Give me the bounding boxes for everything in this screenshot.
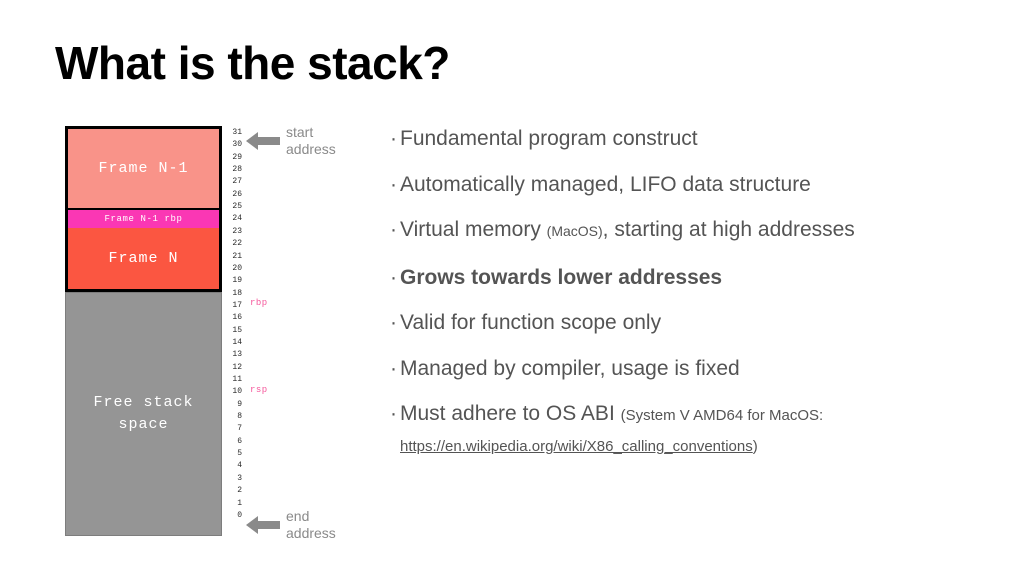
address-row-10: 10 bbox=[232, 387, 242, 397]
stack-block-frame-n: Frame N bbox=[65, 228, 222, 292]
bullet-dot-icon: · bbox=[390, 172, 397, 196]
address-row-28: 28 bbox=[232, 165, 242, 175]
address-row-3: 3 bbox=[237, 473, 242, 483]
address-row-4: 4 bbox=[237, 461, 242, 471]
bullet-main-text: Must adhere to OS ABI bbox=[400, 402, 621, 425]
address-row-5: 5 bbox=[237, 449, 242, 459]
address-row-7: 7 bbox=[237, 424, 242, 434]
address-row-13: 13 bbox=[232, 350, 242, 360]
address-row-19: 19 bbox=[232, 276, 242, 286]
bullet-note-open: (System V AMD64 for MacOS: bbox=[620, 407, 824, 424]
end-address-caption-line2: address bbox=[286, 524, 336, 541]
bullet-text-7: Must adhere to OS ABI (System V AMD64 fo… bbox=[400, 399, 990, 461]
wikipedia-link[interactable]: https://en.wikipedia.org/wiki/X86_callin… bbox=[400, 438, 753, 455]
address-row-24: 24 bbox=[232, 214, 242, 224]
register-label-rsp: rsp bbox=[250, 385, 268, 395]
address-row-9: 9 bbox=[237, 399, 242, 409]
bullet-note-close: ) bbox=[752, 438, 758, 455]
bullet-item-1: ·Fundamental program construct bbox=[390, 124, 990, 153]
start-address-caption: start address bbox=[286, 124, 336, 157]
stack-block-frame-n-1-rbp: Frame N-1 rbp bbox=[65, 210, 222, 228]
stack-block-free-space-label-line2: space bbox=[118, 416, 169, 433]
end-address-marker: end address bbox=[246, 508, 336, 541]
address-row-15: 15 bbox=[232, 325, 242, 335]
bullet-text-4: Grows towards lower addresses bbox=[400, 265, 723, 289]
address-row-14: 14 bbox=[232, 337, 242, 347]
start-address-marker: start address bbox=[246, 124, 336, 157]
stack-block-frame-n-label: Frame N bbox=[108, 250, 179, 267]
stack-block-frame-n-1-label: Frame N-1 bbox=[98, 160, 189, 177]
address-row-29: 29 bbox=[232, 152, 242, 162]
address-row-30: 30 bbox=[232, 140, 242, 150]
bullet-item-3: ·Virtual memory (MacOS), starting at hig… bbox=[390, 215, 990, 246]
bullet-tail-text: , starting at high addresses bbox=[602, 218, 855, 241]
arrow-left-icon bbox=[246, 131, 280, 150]
bullet-dot-icon: · bbox=[390, 265, 397, 289]
start-address-caption-line1: start bbox=[286, 124, 314, 140]
bullet-item-2: ·Automatically managed, LIFO data struct… bbox=[390, 170, 990, 199]
address-row-11: 11 bbox=[232, 375, 242, 384]
bullet-dot-icon: · bbox=[390, 311, 397, 334]
end-address-caption: end address bbox=[286, 508, 336, 541]
bullet-item-7: ·Must adhere to OS ABI (System V AMD64 f… bbox=[390, 399, 990, 461]
address-row-1: 1 bbox=[237, 498, 242, 508]
bullet-item-5: ·Valid for function scope only bbox=[390, 308, 990, 337]
stack-block-frame-n-1-rbp-label: Frame N-1 rbp bbox=[104, 214, 183, 224]
stack-diagram: Frame N-1 Frame N-1 rbp Frame N Free sta… bbox=[65, 126, 222, 536]
address-row-2: 2 bbox=[237, 486, 242, 496]
bullet-inline-note: (MacOS) bbox=[546, 223, 603, 239]
bullet-item-4: ·Grows towards lower addresses bbox=[390, 263, 990, 292]
stack-block-frame-n-1: Frame N-1 bbox=[65, 126, 222, 210]
stack-block-free-space-label-line1: Free stack bbox=[93, 394, 194, 412]
start-address-caption-line2: address bbox=[286, 140, 336, 157]
bullet-dot-icon: · bbox=[390, 402, 397, 425]
bullet-text-1: Fundamental program construct bbox=[400, 127, 698, 150]
bullet-dot-icon: · bbox=[390, 127, 397, 150]
address-row-16: 16 bbox=[232, 313, 242, 323]
end-address-caption-line1: end bbox=[286, 508, 310, 524]
address-row-21: 21 bbox=[232, 251, 242, 261]
address-row-0: 0 bbox=[237, 510, 242, 520]
address-row-31: 31 bbox=[232, 128, 242, 137]
address-row-18: 18 bbox=[232, 288, 242, 298]
bullet-text-5: Valid for function scope only bbox=[400, 311, 662, 334]
address-row-27: 27 bbox=[232, 177, 242, 187]
bullet-dot-icon: · bbox=[390, 356, 397, 380]
address-row-20: 20 bbox=[232, 263, 242, 273]
address-row-6: 6 bbox=[237, 436, 242, 446]
bullet-text-6: Managed by compiler, usage is fixed bbox=[400, 356, 740, 380]
register-label-rbp: rbp bbox=[250, 298, 268, 308]
arrow-left-icon bbox=[246, 515, 280, 534]
bullet-main-text: Virtual memory bbox=[400, 218, 547, 241]
address-row-25: 25 bbox=[232, 202, 242, 212]
address-row-12: 12 bbox=[232, 362, 242, 372]
page-title: What is the stack? bbox=[55, 37, 450, 89]
bullet-list: ·Fundamental program construct·Automatic… bbox=[390, 124, 990, 478]
bullet-text-3: Virtual memory (MacOS), starting at high… bbox=[400, 215, 855, 246]
address-row-17: 17 bbox=[232, 300, 242, 310]
address-row-23: 23 bbox=[232, 226, 242, 236]
bullet-dot-icon: · bbox=[390, 218, 397, 241]
address-row-22: 22 bbox=[232, 239, 242, 249]
address-row-26: 26 bbox=[232, 189, 242, 199]
bullet-text-2: Automatically managed, LIFO data structu… bbox=[400, 172, 811, 196]
bullet-item-6: ·Managed by compiler, usage is fixed bbox=[390, 354, 990, 383]
stack-block-free-space: Free stack space bbox=[65, 292, 222, 536]
address-row-8: 8 bbox=[237, 412, 242, 422]
